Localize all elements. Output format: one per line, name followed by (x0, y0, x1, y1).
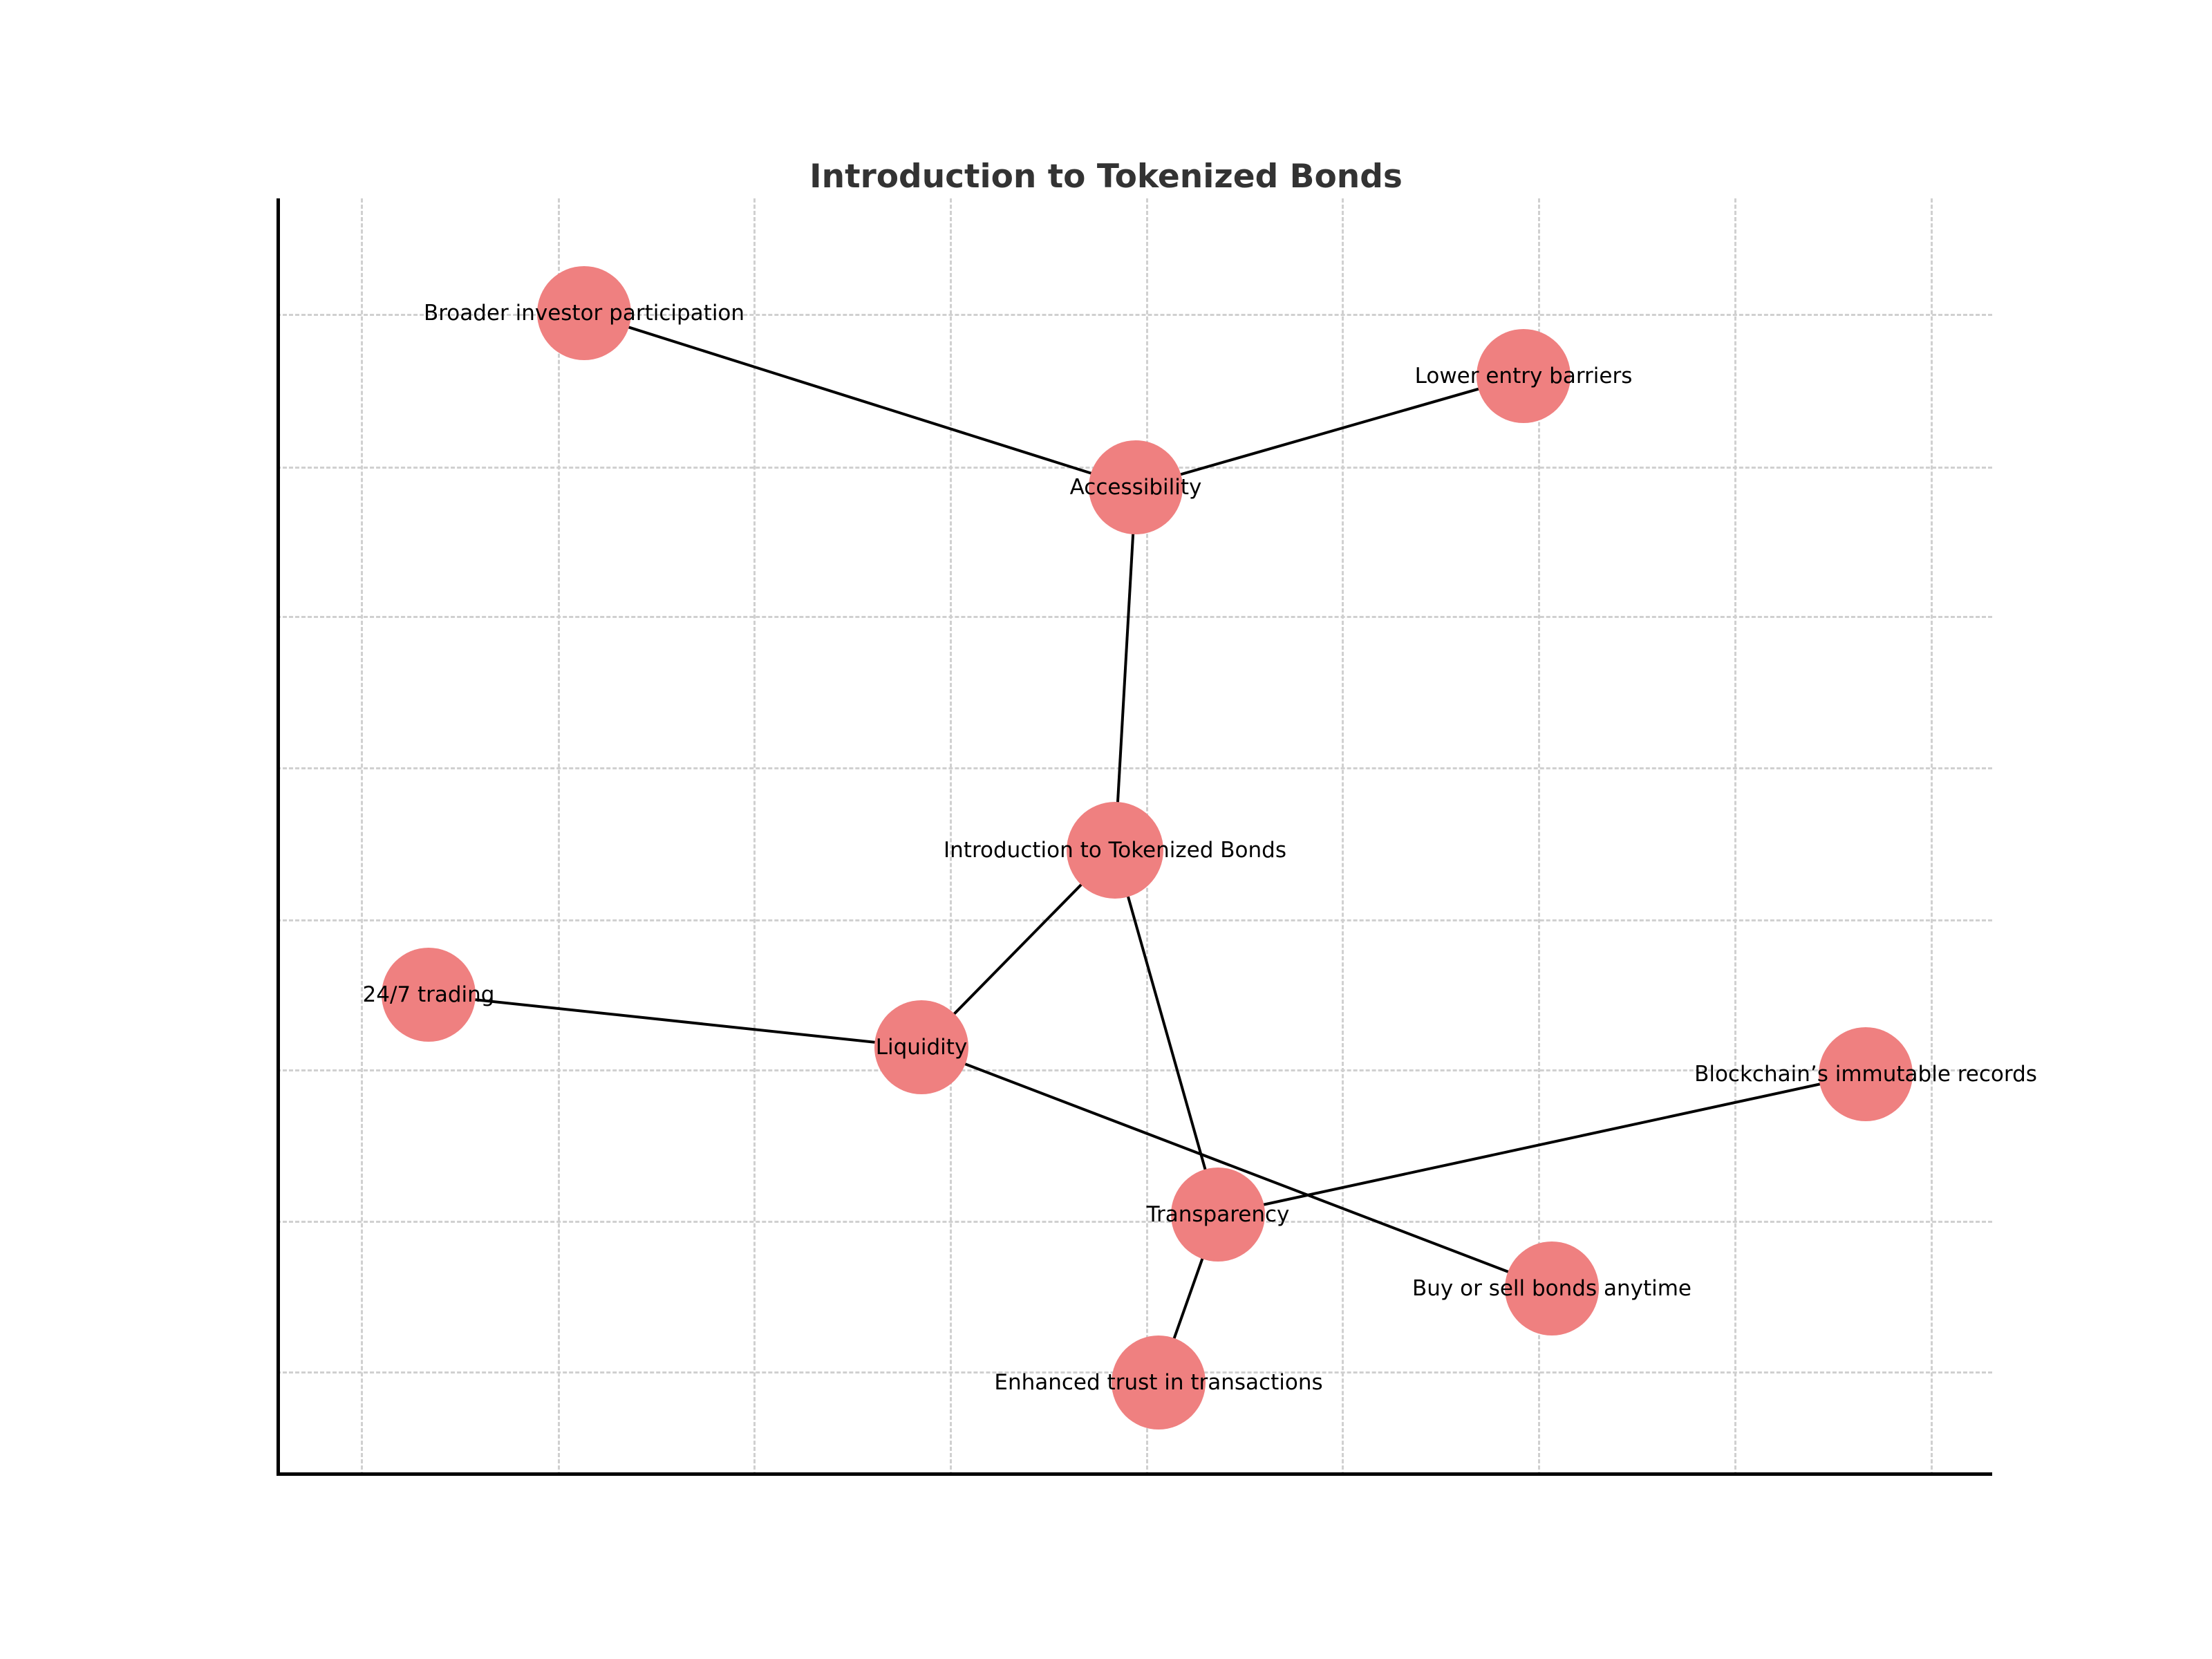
edge-liquidity-buysell (921, 1046, 1553, 1290)
edge-transparency-blockchain (1217, 1073, 1866, 1216)
chart-title: Introduction to Tokenized Bonds (809, 158, 1403, 196)
node-root[interactable] (1067, 802, 1163, 899)
axis-spine-bottom (276, 1472, 1992, 1476)
gridline-vertical-5 (1342, 198, 1344, 1476)
node-trading247[interactable] (382, 948, 476, 1042)
gridline-vertical-2 (753, 198, 756, 1476)
node-buysell[interactable] (1505, 1241, 1599, 1335)
gridline-vertical-3 (950, 198, 952, 1476)
axis-spine-left (276, 198, 280, 1476)
node-lower[interactable] (1477, 329, 1571, 423)
gridline-vertical-6 (1538, 198, 1540, 1476)
node-enhanced[interactable] (1112, 1335, 1206, 1430)
gridline-horizontal-2 (276, 616, 1992, 618)
gridline-vertical-1 (558, 198, 560, 1476)
gridline-horizontal-6 (276, 1221, 1992, 1223)
node-liquidity[interactable] (874, 1000, 968, 1094)
edge-accessibility-lower (1135, 375, 1524, 489)
gridline-vertical-7 (1734, 198, 1736, 1476)
edge-liquidity-trading247 (428, 993, 922, 1049)
gridline-vertical-0 (361, 198, 363, 1476)
node-blockchain[interactable] (1819, 1027, 1913, 1121)
edge-root-accessibility (1114, 487, 1137, 851)
node-broader[interactable] (537, 266, 631, 360)
node-accessibility[interactable] (1089, 440, 1183, 534)
gridline-vertical-8 (1931, 198, 1933, 1476)
gridline-horizontal-5 (276, 1069, 1992, 1071)
gridline-horizontal-0 (276, 314, 1992, 316)
gridline-horizontal-3 (276, 767, 1992, 769)
edge-accessibility-broader (583, 312, 1136, 489)
node-transparency[interactable] (1171, 1168, 1265, 1262)
